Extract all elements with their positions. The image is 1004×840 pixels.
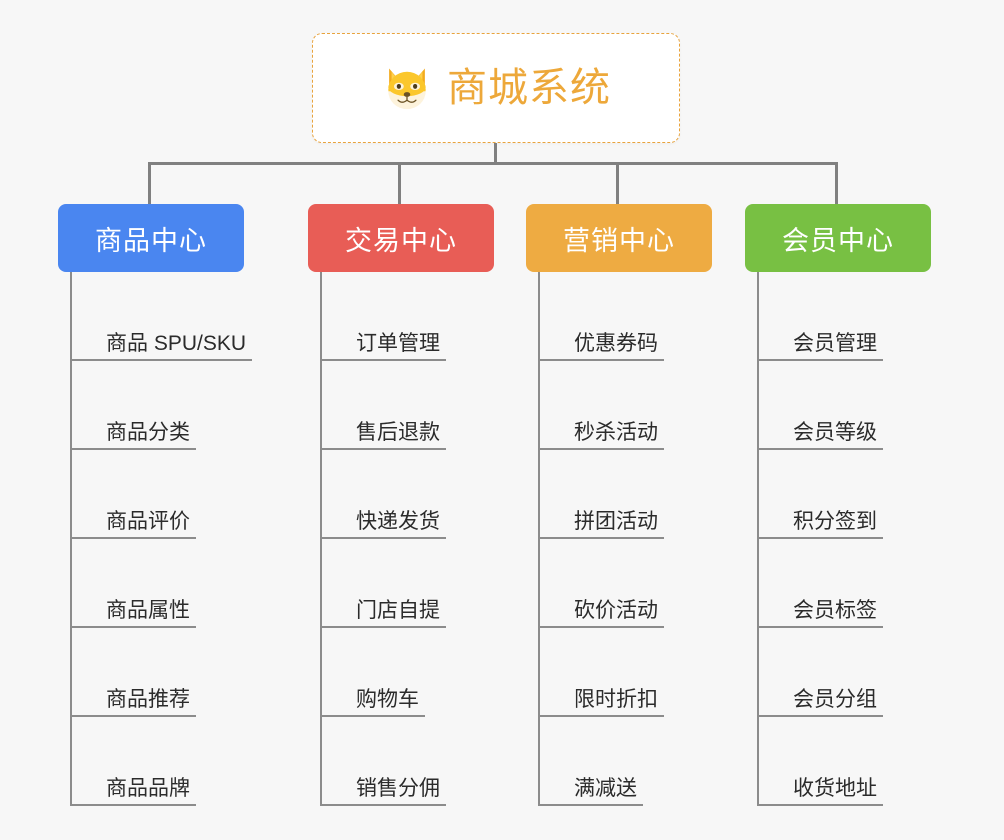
leaf-list-marketing: 优惠券码 秒杀活动 拼团活动 砍价活动 限时折扣 满减送	[538, 272, 712, 806]
leaf-underline	[322, 537, 446, 539]
branch-营销中心: 营销中心 优惠券码 秒杀活动 拼团活动 砍价活动 限时折扣	[526, 162, 712, 806]
leaf-label: 限时折扣	[574, 687, 658, 711]
connector-drop	[835, 162, 838, 204]
leaf-label: 订单管理	[356, 331, 440, 355]
dog-face-icon	[388, 68, 426, 110]
leaf-label: 销售分佣	[356, 776, 440, 800]
leaf-item[interactable]: 满减送	[540, 717, 712, 806]
connector-horizontal-bus	[148, 162, 838, 165]
leaf-item[interactable]: 售后退款	[322, 361, 494, 450]
leaf-item[interactable]: 商品 SPU/SKU	[72, 272, 252, 361]
leaf-underline	[72, 804, 196, 806]
leaf-label: 砍价活动	[574, 598, 658, 622]
leaf-underline	[72, 626, 196, 628]
leaf-list-trade: 订单管理 售后退款 快递发货 门店自提 购物车 销售分佣	[320, 272, 494, 806]
leaf-label: 商品属性	[106, 598, 190, 622]
leaf-underline	[322, 626, 446, 628]
leaf-underline	[540, 804, 643, 806]
leaf-item[interactable]: 订单管理	[322, 272, 494, 361]
leaf-underline	[72, 359, 252, 361]
leaf-item[interactable]: 会员分组	[759, 628, 931, 717]
leaf-underline	[72, 715, 196, 717]
leaf-item[interactable]: 商品分类	[72, 361, 252, 450]
leaf-label: 秒杀活动	[574, 420, 658, 444]
leaf-underline	[322, 359, 446, 361]
branch-会员中心: 会员中心 会员管理 会员等级 积分签到 会员标签 会员分组	[745, 162, 931, 806]
leaf-label: 商品品牌	[106, 776, 190, 800]
leaf-underline	[72, 537, 196, 539]
branch-交易中心: 交易中心 订单管理 售后退款 快递发货 门店自提 购物车	[308, 162, 494, 806]
leaf-item[interactable]: 购物车	[322, 628, 494, 717]
leaf-item[interactable]: 砍价活动	[540, 539, 712, 628]
leaf-underline	[322, 804, 446, 806]
leaf-underline	[759, 715, 883, 717]
leaf-underline	[759, 804, 883, 806]
leaf-item[interactable]: 拼团活动	[540, 450, 712, 539]
leaf-underline	[759, 626, 883, 628]
leaf-label: 商品 SPU/SKU	[106, 331, 247, 355]
leaf-label: 商品评价	[106, 509, 190, 533]
root-node[interactable]: 商城系统	[312, 33, 680, 143]
leaf-label: 购物车	[356, 687, 419, 711]
connector-drop	[616, 162, 619, 204]
connector-drop	[148, 162, 151, 204]
leaf-item[interactable]: 积分签到	[759, 450, 931, 539]
root-title: 商城系统	[447, 66, 611, 110]
leaf-label: 售后退款	[356, 420, 440, 444]
leaf-item[interactable]: 商品评价	[72, 450, 252, 539]
category-label: 交易中心	[345, 225, 457, 256]
connector-root-stem	[494, 143, 497, 164]
category-header-member[interactable]: 会员中心	[745, 204, 931, 272]
leaf-item[interactable]: 优惠券码	[540, 272, 712, 361]
category-label: 商品中心	[95, 225, 207, 256]
leaf-label: 会员管理	[793, 331, 877, 355]
leaf-item[interactable]: 秒杀活动	[540, 361, 712, 450]
category-header-commodity[interactable]: 商品中心	[58, 204, 244, 272]
leaf-item[interactable]: 会员管理	[759, 272, 931, 361]
leaf-item[interactable]: 商品推荐	[72, 628, 252, 717]
leaf-list-member: 会员管理 会员等级 积分签到 会员标签 会员分组 收货地址	[757, 272, 931, 806]
leaf-item[interactable]: 会员等级	[759, 361, 931, 450]
leaf-underline	[72, 448, 196, 450]
leaf-underline	[540, 626, 664, 628]
leaf-label: 门店自提	[356, 598, 440, 622]
leaf-label: 商品分类	[106, 420, 190, 444]
leaf-underline	[540, 537, 664, 539]
leaf-label: 积分签到	[793, 509, 877, 533]
category-label: 营销中心	[563, 225, 675, 256]
leaf-item[interactable]: 门店自提	[322, 539, 494, 628]
category-header-marketing[interactable]: 营销中心	[526, 204, 712, 272]
leaf-item[interactable]: 限时折扣	[540, 628, 712, 717]
leaf-underline	[540, 448, 664, 450]
leaf-label: 会员标签	[793, 598, 877, 622]
category-header-trade[interactable]: 交易中心	[308, 204, 494, 272]
leaf-label: 会员等级	[793, 420, 877, 444]
leaf-underline	[759, 537, 883, 539]
category-label: 会员中心	[782, 225, 894, 256]
leaf-item[interactable]: 商品属性	[72, 539, 252, 628]
leaf-item[interactable]: 销售分佣	[322, 717, 494, 806]
leaf-item[interactable]: 收货地址	[759, 717, 931, 806]
leaf-underline	[540, 359, 664, 361]
leaf-label: 商品推荐	[106, 687, 190, 711]
leaf-underline	[759, 448, 883, 450]
leaf-underline	[322, 448, 446, 450]
leaf-label: 会员分组	[793, 687, 877, 711]
leaf-underline	[322, 715, 425, 717]
leaf-underline	[540, 715, 664, 717]
leaf-item[interactable]: 商品品牌	[72, 717, 252, 806]
leaf-label: 收货地址	[793, 776, 877, 800]
leaf-label: 拼团活动	[574, 509, 658, 533]
leaf-item[interactable]: 会员标签	[759, 539, 931, 628]
leaf-label: 快递发货	[356, 509, 440, 533]
leaf-list-commodity: 商品 SPU/SKU 商品分类 商品评价 商品属性 商品推荐 商品品牌	[70, 272, 252, 806]
leaf-item[interactable]: 快递发货	[322, 450, 494, 539]
leaf-underline	[759, 359, 883, 361]
branch-商品中心: 商品中心 商品 SPU/SKU 商品分类 商品评价 商品属性 商品推荐	[58, 162, 252, 806]
connector-drop	[398, 162, 401, 204]
leaf-label: 优惠券码	[574, 331, 658, 355]
leaf-label: 满减送	[574, 776, 637, 800]
